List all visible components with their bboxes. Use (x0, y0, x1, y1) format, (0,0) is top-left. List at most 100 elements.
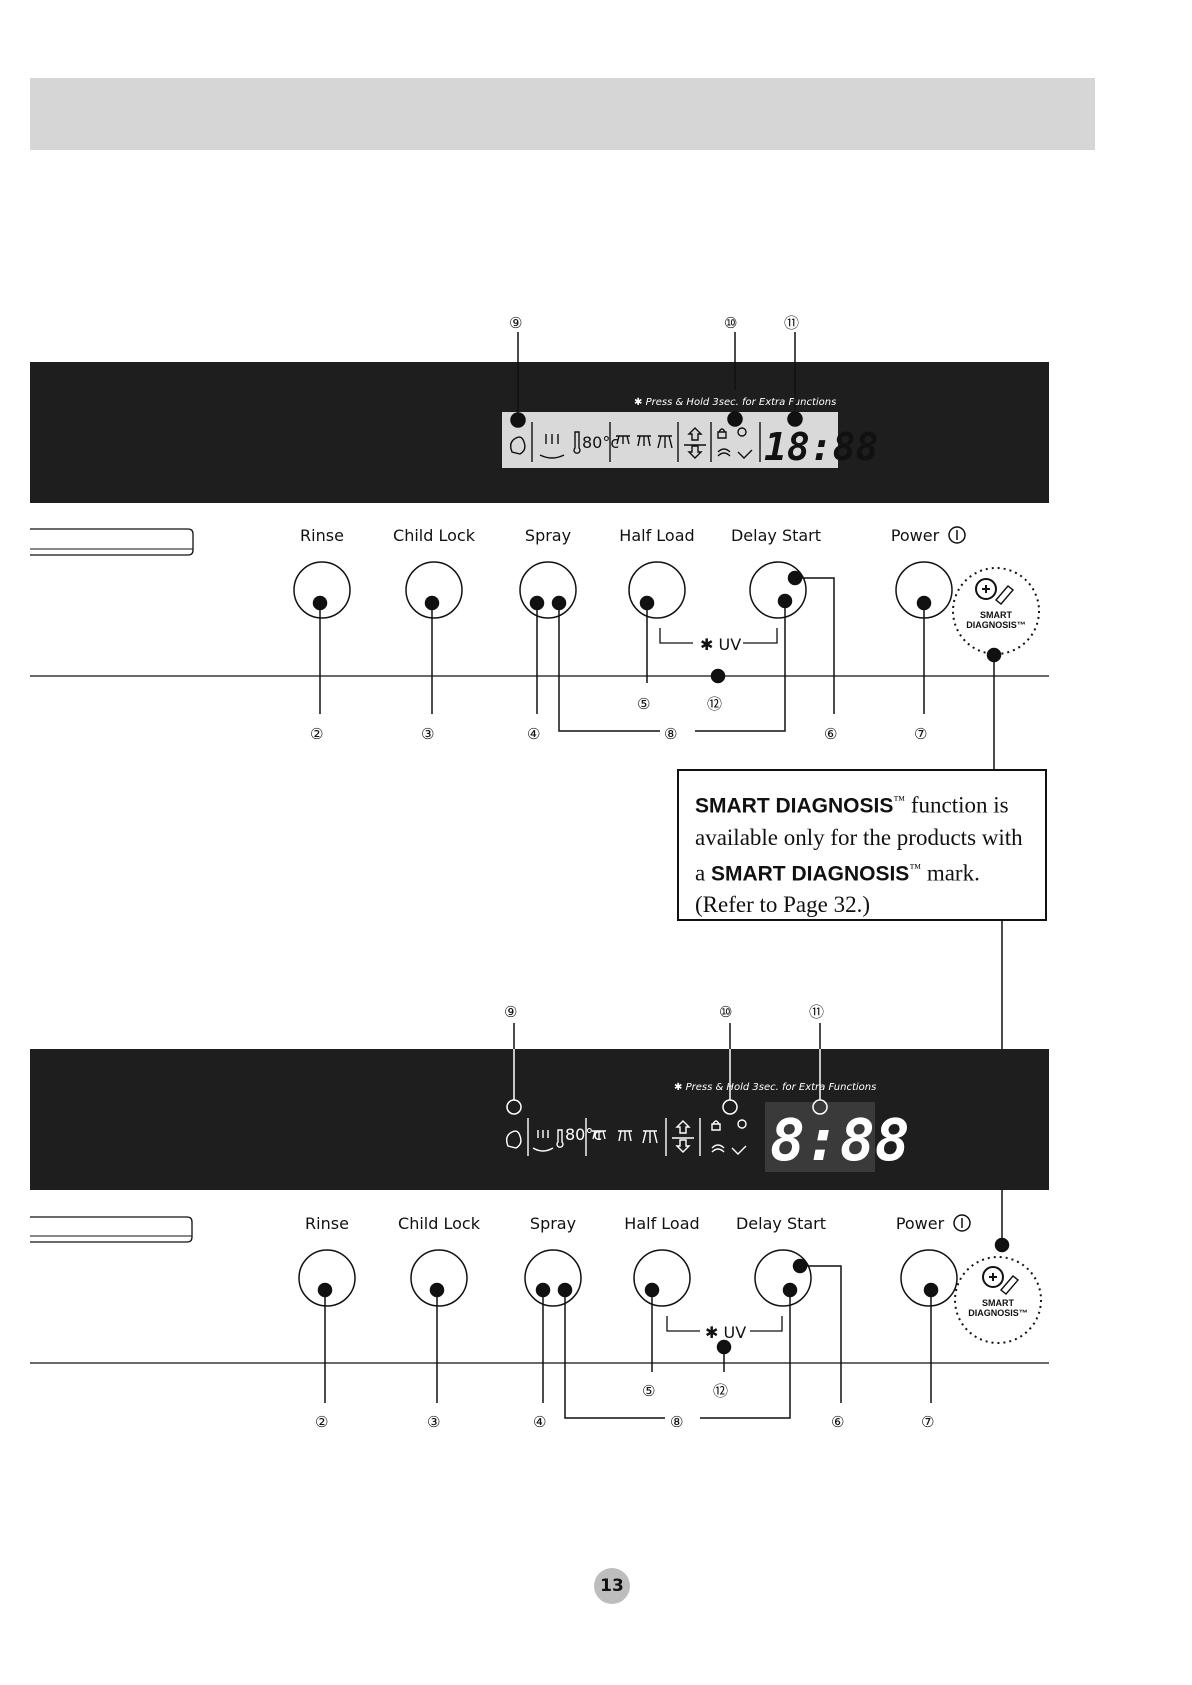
callout-3: ③ (421, 725, 434, 743)
phone-icon (999, 1275, 1020, 1295)
delay-start-button[interactable] (754, 1249, 812, 1307)
callout-9: ⑨ (509, 314, 522, 332)
spray-arm-icon-1 (616, 435, 630, 445)
medical-cross-icon (982, 1266, 1004, 1288)
control-panel-top: ✱ Press & Hold 3sec. for Extra Functions… (30, 314, 1049, 769)
button-label-rinse: Rinse (305, 1214, 349, 1233)
note-text: mark. (921, 860, 980, 886)
uv-bracket (659, 628, 778, 644)
callout-6: ⑥ (831, 1413, 844, 1431)
button-label-half-load: Half Load (624, 1214, 699, 1233)
callout-5: ⑤ (642, 1382, 655, 1400)
display-time-digits: 8:88 (770, 1106, 910, 1174)
press-hold-hint: ✱ Press & Hold 3sec. for Extra Functions (674, 1082, 876, 1093)
display-time-digits: 18:88 (764, 425, 878, 469)
note-brand: SMART DIAGNOSIS (710, 862, 910, 886)
note-line-2: available only for the products with (695, 824, 1023, 850)
half-load-button[interactable] (633, 1249, 691, 1307)
smart-mark-line2: DIAGNOSIS™ (966, 620, 1026, 630)
rinse-aid-level-icon (737, 449, 753, 459)
arrow-up-icon (675, 1120, 691, 1134)
button-label-child-lock: Child Lock (393, 526, 476, 545)
door-handle (30, 528, 194, 556)
page-number-badge: 13 (594, 1568, 630, 1604)
callout-4: ④ (527, 725, 540, 743)
salt-icon (711, 1144, 725, 1153)
button-label-power: Power (891, 526, 940, 545)
uv-bracket (666, 1316, 783, 1332)
note-brand: SMART DIAGNOSIS (695, 794, 894, 818)
lock-icon (717, 428, 727, 439)
display-callout-lines (513, 1023, 821, 1049)
callout-8: ⑧ (670, 1413, 683, 1431)
rinse-button[interactable] (298, 1249, 356, 1307)
child-lock-button[interactable] (405, 561, 463, 619)
button-label-rinse: Rinse (300, 526, 344, 545)
uv-label: ✱ UV (700, 635, 741, 654)
callout-4: ④ (533, 1413, 546, 1431)
power-symbol-icon (953, 1214, 971, 1232)
arrow-down-icon (687, 445, 703, 459)
arrow-up-icon (687, 427, 703, 441)
trademark: ™ (909, 860, 922, 875)
rinse-aid-level-icon (731, 1145, 747, 1155)
callout-7: ⑦ (921, 1413, 934, 1431)
child-lock-button[interactable] (410, 1249, 468, 1307)
callout-9: ⑨ (504, 1003, 517, 1021)
spray-button[interactable] (519, 561, 577, 619)
salt-icon (717, 448, 731, 457)
button-label-power: Power (896, 1214, 945, 1233)
press-hold-hint: ✱ Press & Hold 3sec. for Extra Functions (634, 397, 836, 408)
note-line-3: a SMART DIAGNOSIS™ mark. (695, 853, 1029, 890)
buttons-row (298, 1249, 958, 1307)
button-label-child-lock: Child Lock (398, 1214, 481, 1233)
power-button[interactable] (900, 1249, 958, 1307)
button-label-spray: Spray (525, 526, 571, 545)
callout-7: ⑦ (914, 725, 927, 743)
spray-arm-icon-3 (642, 1130, 658, 1144)
thermometer-icon (573, 431, 581, 454)
callout-6: ⑥ (824, 725, 837, 743)
smart-diagnosis-mark: SMART DIAGNOSIS™ (952, 567, 1040, 655)
display-callout-lines (510, 332, 803, 428)
button-label-spray: Spray (530, 1214, 576, 1233)
rinse-aid-sun-icon (737, 1119, 747, 1129)
callout-8: ⑧ (664, 725, 677, 743)
note-text: function is (905, 792, 1009, 818)
callout-12: ⑫ (707, 695, 722, 713)
medical-cross-icon (975, 578, 997, 600)
smart-diagnosis-mark: SMART DIAGNOSIS™ (954, 1256, 1042, 1344)
page-number: 13 (600, 1576, 624, 1596)
note-line-4: (Refer to Page 32.) (695, 892, 870, 918)
uv-label: ✱ UV (705, 1323, 746, 1342)
rinse-button[interactable] (293, 561, 351, 619)
buttons-row (293, 561, 953, 619)
half-load-button[interactable] (628, 561, 686, 619)
button-callout-lines (317, 1237, 1010, 1419)
steam-dish-icon (532, 1130, 554, 1152)
callout-11: ⑪ (809, 1003, 824, 1021)
panel-strip (30, 1049, 1049, 1190)
note-line-1: SMART DIAGNOSIS™ function is (695, 785, 1029, 822)
delay-start-button[interactable] (749, 561, 807, 619)
rinse-aid-sun-icon (737, 427, 747, 437)
spray-button[interactable] (524, 1249, 582, 1307)
trademark: ™ (893, 793, 906, 807)
thermometer-icon (556, 1129, 564, 1148)
smart-mark-line2: DIAGNOSIS™ (968, 1308, 1028, 1318)
spray-arm-icon-2 (637, 435, 651, 447)
callout-12: ⑫ (713, 1382, 728, 1400)
phone-icon (994, 585, 1015, 605)
callout-2: ② (315, 1413, 328, 1431)
note-text: a (695, 860, 711, 886)
smart-mark-line1: SMART (982, 1298, 1014, 1308)
spray-arm-icon-2 (618, 1130, 632, 1142)
smart-diagnosis-note: SMART DIAGNOSIS™ function is available o… (677, 769, 1047, 921)
power-symbol-icon (948, 526, 966, 544)
spray-arm-icon-1 (592, 1130, 606, 1140)
button-label-delay-start: Delay Start (731, 526, 821, 545)
rinse-hand-icon (505, 1130, 522, 1149)
smart-mark-line1: SMART (980, 610, 1012, 620)
control-panel-bottom: ✱ Press & Hold 3sec. for Extra Functions… (30, 1003, 1049, 1431)
